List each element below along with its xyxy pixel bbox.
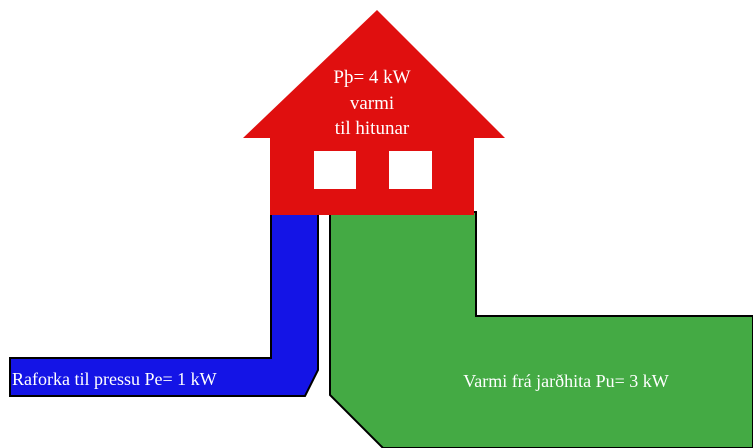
house-window-right — [389, 151, 432, 189]
ground-heat-flow-arrow — [329, 211, 753, 448]
house-heating-label: til hitunar — [335, 118, 410, 139]
house-heat-label: varmi — [350, 93, 394, 114]
house-power-label: Pþ= 4 kW — [333, 67, 410, 88]
house-window-left — [314, 151, 356, 189]
electricity-flow-arrow — [9, 211, 319, 397]
house-roof — [243, 10, 505, 138]
electricity-flow-label: Raforka til pressu Pe= 1 kW — [12, 369, 217, 389]
ground-heat-flow-label: Varmi frá jarðhita Pu= 3 kW — [463, 371, 669, 391]
house-body — [270, 137, 474, 215]
